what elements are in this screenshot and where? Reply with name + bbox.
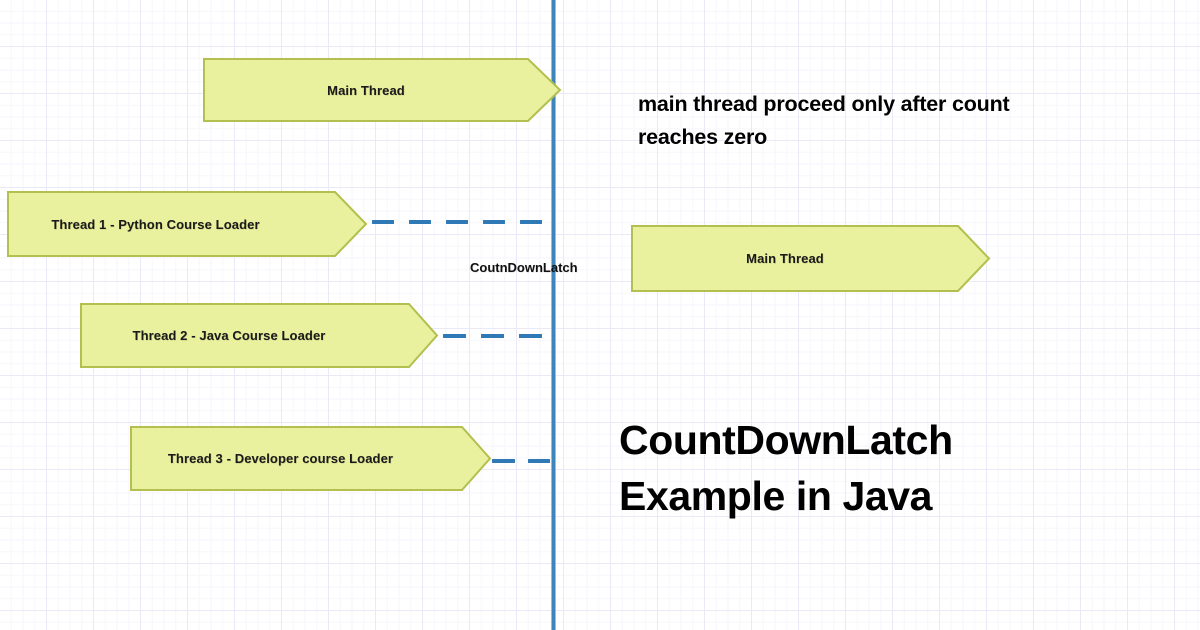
note-main-thread-proceed: main thread proceed only after count rea…	[638, 88, 1010, 154]
title-line-2: Example in Java	[619, 473, 933, 519]
dash-segment	[520, 220, 542, 224]
dashed-connector-dash-thread-3	[0, 459, 1200, 463]
dash-segment	[409, 220, 431, 224]
title-line-1: CountDownLatch	[619, 417, 953, 463]
countdownlatch-barrier-line	[551, 0, 556, 630]
dash-segment	[492, 459, 515, 463]
arrow-shape	[631, 225, 991, 292]
dash-segment	[528, 459, 550, 463]
thread-arrow-thread-1: Thread 1 - Python Course Loader	[7, 191, 368, 257]
dash-segment	[519, 334, 542, 338]
arrow-shape	[7, 191, 368, 257]
dash-segment	[483, 220, 505, 224]
diagram-title: CountDownLatch Example in Java	[619, 412, 953, 524]
dash-segment	[481, 334, 504, 338]
arrow-shape	[130, 426, 492, 491]
dashed-connector-dash-thread-2	[0, 334, 1200, 338]
note-line-2: reaches zero	[638, 125, 768, 149]
dash-segment	[443, 334, 466, 338]
thread-arrow-main-thread-waiting: Main Thread	[203, 58, 562, 122]
arrow-shape	[80, 303, 439, 368]
thread-arrow-main-thread-proceeding: Main Thread	[631, 225, 991, 292]
arrow-shape	[203, 58, 562, 122]
dash-segment	[372, 220, 394, 224]
dash-segment	[446, 220, 468, 224]
countdownlatch-caption: CoutnDownLatch	[470, 260, 578, 275]
note-line-1: main thread proceed only after count	[638, 92, 1010, 116]
dashed-connector-dash-thread-1	[0, 220, 1200, 224]
